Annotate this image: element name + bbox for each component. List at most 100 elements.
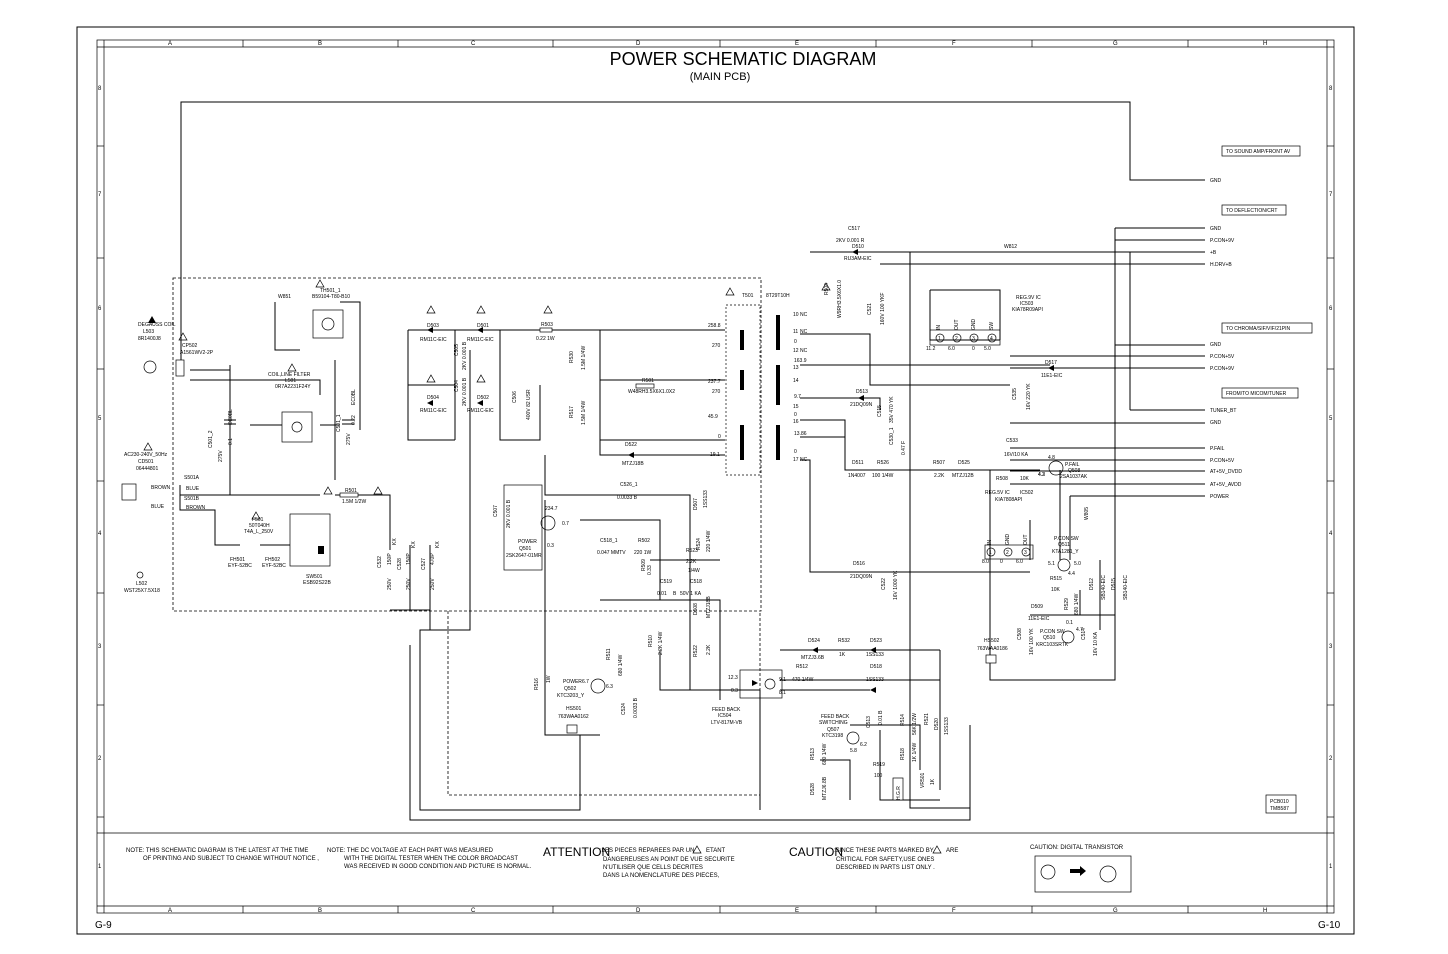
- c535-value: 16V 220 YK: [1026, 383, 1032, 410]
- svg-text:11E1-EIC: 11E1-EIC: [1028, 616, 1050, 622]
- svg-text:Q507: Q507: [827, 727, 839, 733]
- svg-text:R501: R501: [642, 378, 654, 384]
- q508-transistor: P.FAIL Q508 2SA1037AK: [1048, 460, 1088, 480]
- hs502-heatsink: HS502 763WAA0186: [977, 638, 1008, 664]
- svg-text:C533: C533: [1006, 438, 1018, 444]
- attention-line-4: DANS LA NOMENCLATURE DES PIECES,: [603, 873, 720, 879]
- c524-value: 0.0033 B: [633, 697, 639, 718]
- r501-resistor: R501 1.5M 1/2W: [339, 488, 366, 505]
- svg-text:NC: NC: [800, 329, 808, 335]
- svg-text:ESB92S22B: ESB92S22B: [303, 580, 331, 586]
- svg-text:GND: GND: [1210, 342, 1222, 348]
- svg-text:275V: 275V: [218, 450, 224, 462]
- page-number-left: G-9: [95, 920, 112, 931]
- svg-text:D511: D511: [852, 460, 864, 466]
- svg-text:2: 2: [955, 336, 958, 342]
- row-label-1-right: 1: [1329, 864, 1333, 870]
- diagram-subtitle: (MAIN PCB): [690, 71, 751, 83]
- svg-text:1N4007: 1N4007: [848, 473, 866, 479]
- caution-line-1b: ARE: [946, 848, 958, 854]
- svg-text:1: 1: [989, 550, 992, 556]
- svg-text:HS502: HS502: [984, 638, 1000, 644]
- r510-value: 2.2K 1/4W: [658, 631, 664, 655]
- svg-text:0: 0: [794, 412, 797, 418]
- col-label-c-bottom: C: [471, 908, 476, 914]
- svg-text:H.G.R: H.G.R: [896, 786, 902, 800]
- c513-value: 0.01 B: [878, 710, 884, 725]
- svg-text:P.CON+5V: P.CON+5V: [1210, 458, 1235, 464]
- svg-text:KIA78R09API: KIA78R09API: [1012, 307, 1043, 313]
- svg-text:IN: IN: [936, 325, 942, 330]
- svg-text:0.01: 0.01: [657, 591, 667, 597]
- primary-shield-outline: [172, 277, 762, 612]
- svg-text:4.3: 4.3: [1038, 472, 1045, 478]
- svg-text:GND: GND: [1210, 226, 1222, 232]
- svg-text:150P: 150P: [387, 553, 393, 565]
- d528-value: MTZJ6.8B: [822, 776, 828, 800]
- col-label-f-bottom: F: [952, 908, 956, 914]
- c521-value: 160V 100 YKF: [880, 293, 886, 325]
- svg-text:TO SOUND AMP/FRONT AV: TO SOUND AMP/FRONT AV: [1226, 149, 1291, 155]
- svg-text:FH501: FH501: [230, 557, 245, 563]
- svg-text:14: 14: [793, 378, 799, 384]
- svg-text:D503: D503: [427, 323, 439, 329]
- r529-label: R529: [1064, 598, 1070, 610]
- svg-text:9.7: 9.7: [794, 394, 801, 400]
- attention-line-1b: ETANT: [706, 848, 726, 854]
- svg-text:OUT: OUT: [954, 319, 960, 330]
- svg-text:AT+5V_AVDD: AT+5V_AVDD: [1210, 482, 1242, 488]
- r522-value: 2.2K: [706, 644, 712, 655]
- r519-resistor: R519 100: [873, 762, 885, 779]
- svg-text:EC0BL: EC0BL: [351, 389, 357, 405]
- svg-text:163.9: 163.9: [794, 358, 807, 364]
- svg-text:2KV 0.001 B: 2KV 0.001 B: [506, 499, 512, 528]
- d507-value: 1SS133: [703, 490, 709, 508]
- svg-text:234.7: 234.7: [545, 506, 558, 512]
- connector-chroma-sif: TO CHROMA/SIF/VIF/21PIN GND P.CON+5V P.C…: [1210, 322, 1313, 372]
- svg-text:R519: R519: [873, 762, 885, 768]
- r523-power: 1/4W: [688, 568, 700, 574]
- svg-text:3: 3: [1024, 550, 1027, 556]
- r523-label: R523: [686, 548, 698, 554]
- svg-text:PCB010: PCB010: [1270, 799, 1289, 805]
- svg-text:150P: 150P: [406, 553, 412, 565]
- svg-text:0.7: 0.7: [562, 521, 569, 527]
- row-label-6-right: 6: [1329, 306, 1333, 312]
- svg-text:IN: IN: [987, 540, 993, 545]
- c533-cap: C533 16V/10 KA: [1004, 438, 1029, 458]
- warning-triangle-icon: [692, 845, 702, 854]
- col-label-b-bottom: B: [318, 908, 322, 914]
- caution-line-1: :SINCE THESE PARTS MARKED BY: [834, 848, 934, 854]
- svg-text:SWITCHING: SWITCHING: [819, 720, 848, 726]
- svg-text:250V: 250V: [387, 578, 393, 590]
- svg-text:0: 0: [1000, 559, 1003, 565]
- svg-text:270: 270: [712, 389, 721, 395]
- svg-text:NC: NC: [800, 348, 808, 354]
- vr501-pot: VR501 1K H.G.R: [892, 772, 936, 801]
- r504-label: R504: [824, 283, 830, 295]
- svg-text:10K: 10K: [1051, 587, 1061, 593]
- r514-value: 56K 1/2W: [912, 713, 918, 735]
- svg-text:45.9: 45.9: [708, 414, 718, 420]
- c508-label: C508: [1017, 628, 1023, 640]
- svg-text:KX: KX: [392, 538, 398, 545]
- note-voltage-3: WAS RECEIVED IN GOOD CONDITION AND PICTU…: [344, 864, 531, 870]
- svg-text:F501: F501: [252, 517, 264, 523]
- warning-triangle-icon-2: [932, 845, 942, 854]
- r524-value: 220 1/4W: [706, 530, 712, 552]
- svg-text:W48RH3.5X6X1.0X2: W48RH3.5X6X1.0X2: [628, 389, 675, 395]
- svg-text:0: 0: [794, 339, 797, 345]
- svg-text:100 1/4W: 100 1/4W: [872, 473, 894, 479]
- svg-text:OUT: OUT: [1023, 534, 1029, 545]
- r526-resistor: R526 100 1/4W: [872, 460, 894, 479]
- d520-value: 1SS133: [944, 717, 950, 735]
- svg-text:5.1: 5.1: [1048, 561, 1055, 567]
- d515-value: SB140-EIC: [1123, 575, 1129, 600]
- c501-1-cap: C501_1 275V 0.22 EC0BL: [336, 389, 357, 445]
- svg-text:C504: C504: [454, 380, 460, 392]
- svg-text:0.1: 0.1: [228, 438, 234, 445]
- attention-line-1: :LES PIECES REPAREES PAR UN: [600, 848, 694, 854]
- w805-label: W805: [1084, 507, 1090, 520]
- r509-value: 0.33: [647, 565, 653, 575]
- col-label-h: H: [1263, 41, 1267, 47]
